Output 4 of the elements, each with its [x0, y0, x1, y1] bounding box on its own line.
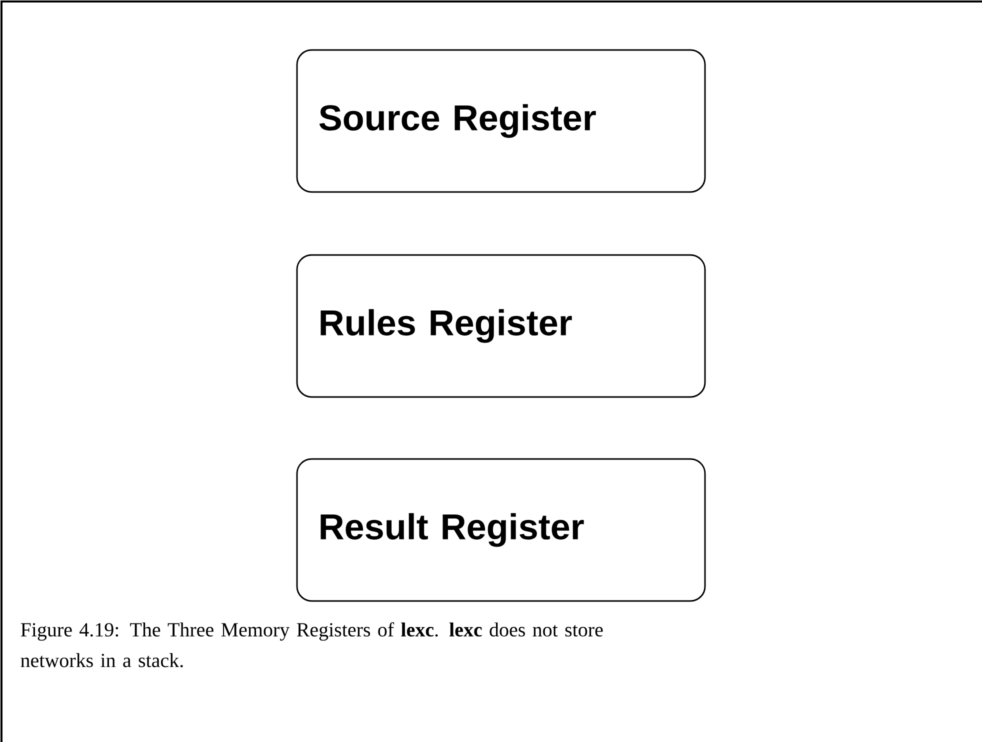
register-box: Source Register [296, 49, 706, 193]
register-box: Result Register [296, 458, 706, 602]
figure-caption: Figure 4.19: The Three Memory Registers of lexc. lexc does not store networks in a stack. [20, 622, 603, 668]
register-box: Rules Register [296, 254, 706, 398]
